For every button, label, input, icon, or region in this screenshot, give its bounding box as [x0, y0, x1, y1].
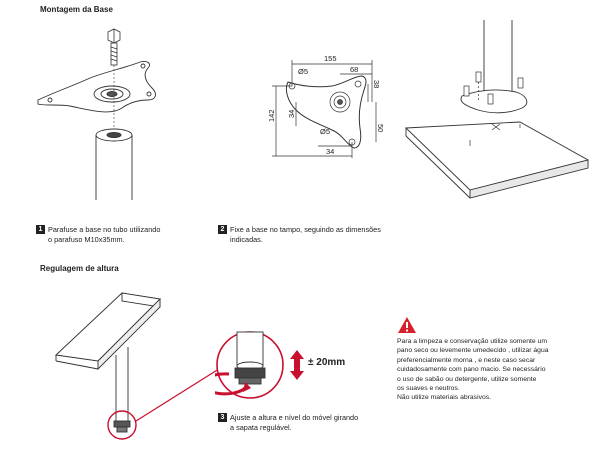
- dimension-drawing: 155 68 38 142 34 50 34 Ø5 Ø5: [267, 54, 385, 158]
- warning-line: cuidadosamente com pano macio. Se necess…: [397, 366, 546, 374]
- tabletop-mount-illustration: [404, 20, 590, 199]
- screw-icon: [463, 71, 524, 105]
- warning-icon: [398, 317, 416, 333]
- warning-line: preferencialmente morna , e neste caso s…: [397, 356, 536, 364]
- dim-142: 142: [267, 109, 276, 122]
- step-3-number: 3: [218, 413, 227, 422]
- screw-icon: [107, 28, 121, 66]
- dim-phi5-top: Ø5: [298, 67, 308, 76]
- rotate-arrow-icon: [215, 372, 247, 396]
- dim-50: 50: [376, 124, 385, 132]
- tube: [95, 128, 133, 200]
- dim-68: 68: [350, 65, 358, 74]
- montagem-title: Montagem da Base: [40, 5, 113, 14]
- step-3-line1: Ajuste a altura e nível do móvel girando: [230, 413, 359, 422]
- regulagem-title: Regulagem de altura: [40, 264, 119, 273]
- step-1-number: 1: [36, 225, 45, 234]
- dim-34-horizontal: 34: [326, 147, 334, 156]
- warning-line: os suaves e neutros.: [397, 385, 460, 393]
- step-2-line2: indicadas.: [230, 234, 263, 244]
- step-1-line2: o parafuso M10x35mm.: [48, 234, 125, 244]
- step-2-number: 2: [218, 225, 227, 234]
- step-1-line1: Parafuse a base no tubo utilizando: [48, 225, 161, 234]
- base-plate: [37, 61, 156, 113]
- step-3-line2: a sapata regulável.: [230, 422, 292, 432]
- step-2-line1: Fixe a base no tampo, seguindo as dimens…: [230, 225, 381, 234]
- warning-line: o uso de sabão ou detergente, utilize so…: [397, 375, 537, 383]
- warning-line: pano seco ou levemente umedecido , utili…: [397, 347, 549, 355]
- base-screw-illustration: [37, 28, 156, 200]
- dim-phi5-bottom: Ø5: [320, 127, 330, 136]
- dim-155: 155: [324, 54, 337, 63]
- dim-34-vertical: 34: [287, 110, 296, 118]
- warning-line: Para a limpeza e conservação utilize som…: [397, 338, 547, 345]
- warning-line: Não utilize materiais abrasivos.: [397, 394, 492, 402]
- dim-38: 38: [372, 80, 381, 88]
- adjust-range-label: ± 20mm: [308, 357, 346, 368]
- warning-text: Para a limpeza e conservação utilize som…: [397, 337, 597, 403]
- table-leg-illustration: [55, 292, 223, 440]
- foot-zoom-illustration: [215, 331, 284, 399]
- height-adjust-arrow-icon: [290, 350, 304, 380]
